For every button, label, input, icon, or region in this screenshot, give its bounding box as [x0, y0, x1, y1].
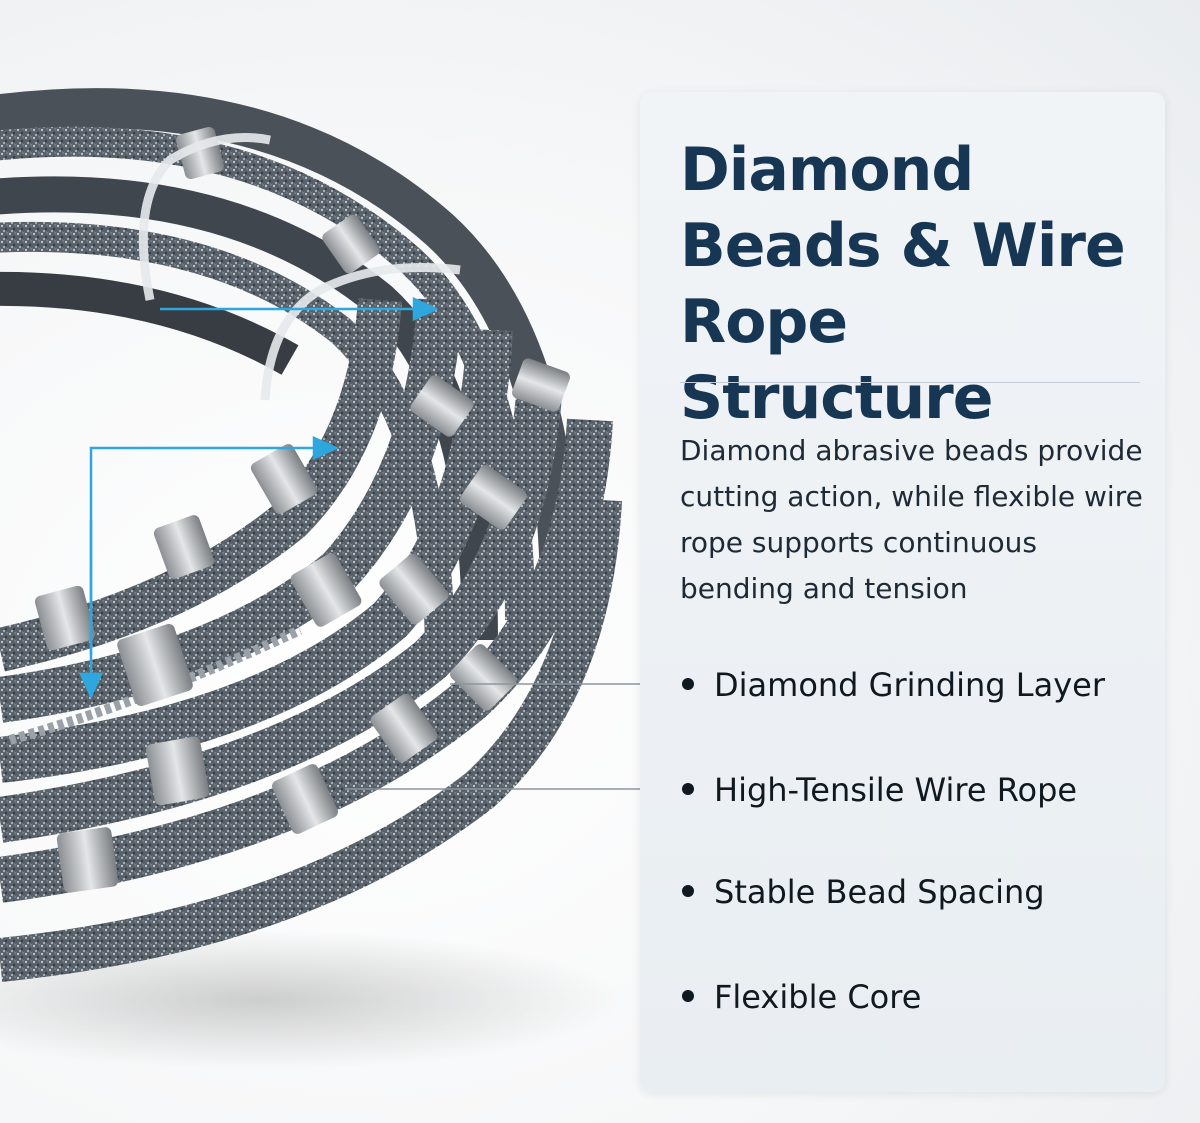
leader-lines [345, 683, 664, 790]
pointer-arrows [79, 297, 440, 700]
info-panel [640, 92, 1165, 1092]
metal-beads [34, 126, 570, 893]
title-divider [680, 382, 1140, 383]
bullet-icon [682, 783, 694, 795]
coil-shadow [0, 930, 620, 1070]
feature-item: Diamond Grinding Layer [680, 665, 1150, 705]
feature-label: High-Tensile Wire Rope [714, 771, 1078, 809]
bullet-icon [682, 990, 694, 1002]
feature-label: Diamond Grinding Layer [714, 666, 1105, 704]
bullet-icon [682, 885, 694, 897]
feature-label: Flexible Core [714, 978, 922, 1016]
description-text: Diamond abrasive beads provide cutting a… [680, 434, 1143, 605]
feature-item: Stable Bead Spacing [680, 872, 1150, 912]
page-title: Diamond Beads & Wire Rope Structure [680, 135, 1126, 433]
bullet-icon [682, 678, 694, 690]
feature-label: Stable Bead Spacing [714, 873, 1045, 911]
cable-ties [138, 133, 461, 401]
feature-item: Flexible Core [680, 977, 1150, 1017]
feature-item: High-Tensile Wire Rope [680, 770, 1150, 810]
